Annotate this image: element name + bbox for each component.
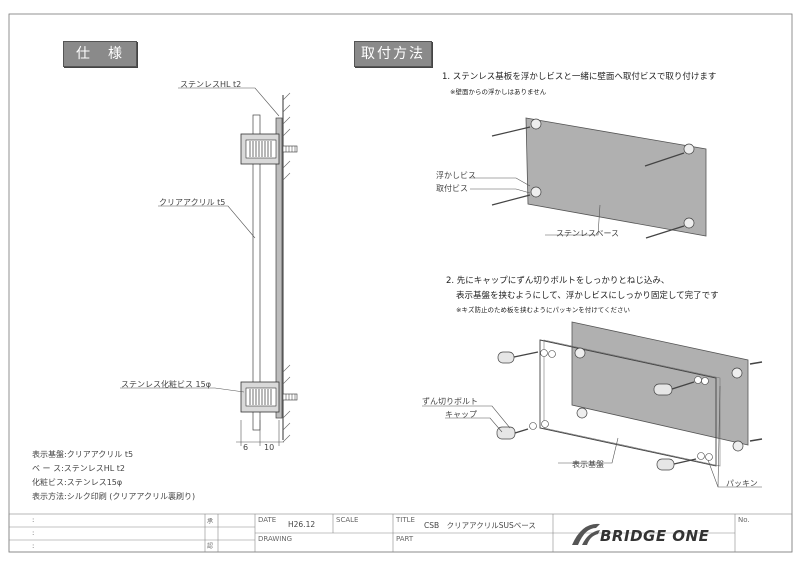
bridge-one-logo: BRIDGE ONE: [600, 527, 710, 545]
label-cap: キャップ: [445, 410, 477, 419]
spec-heading: 仕 様: [63, 41, 137, 67]
label-display-board: 表示基盤: [572, 460, 604, 469]
spec-base: ベ ー ス:ステンレスHL t2: [32, 464, 126, 473]
label-packing: パッキン: [726, 479, 758, 488]
spec-screw: 化粧ビス:ステンレス15φ: [32, 478, 123, 487]
row-mark-2: :: [32, 529, 35, 537]
label-clear-acrylic: クリアアクリル t5: [159, 198, 226, 207]
section-view: [120, 87, 298, 446]
bridge-logo-mark: [572, 523, 600, 545]
date-value: H26.12: [288, 520, 316, 529]
step1-note: ※壁面からの浮かしはありません: [450, 88, 547, 96]
spec-board: 表示基盤:クリアアクリル t5: [32, 450, 134, 459]
label-stainless-base: ステンレスベース: [556, 229, 620, 238]
number-label: No.: [738, 516, 750, 524]
title-block: [8, 513, 793, 553]
step2-view: [422, 321, 763, 488]
step2-text-line2: 表示基盤を挟むようにして、浮かしビスにしっかり固定して完了です: [456, 291, 719, 301]
step2-text-line1: 2. 先にキャップにずん切りボルトをしっかりとねじ込み、: [446, 276, 670, 286]
dim-left: 6: [243, 443, 249, 452]
label-float-screw: 浮かしビス: [436, 171, 476, 180]
label-stud-bolt: ずん切りボルト: [422, 397, 478, 406]
label-stainless-hl: ステンレスHL t2: [180, 80, 242, 89]
title-label: TITLE: [396, 516, 415, 524]
step1-text: 1. ステンレス基板を浮かしビスと一緒に壁面へ取付ビスで取り付けます: [442, 72, 717, 82]
scale-label: SCALE: [336, 516, 359, 524]
row-mark-1: :: [32, 516, 35, 524]
part-label: PART: [396, 535, 414, 543]
title-value: CSB クリアアクリルSUSベース: [424, 521, 536, 530]
approval-stamp-label: 承: [207, 518, 214, 525]
step1-view: [470, 117, 707, 239]
step2-note: ※キズ防止のため板を挟むようにパッキンを付けてください: [456, 306, 631, 314]
date-label: DATE: [258, 516, 277, 524]
method-heading: 取付方法: [354, 41, 432, 67]
label-decorative-screw: ステンレス化粧ビス 15φ: [121, 380, 211, 389]
label-mount-screw: 取付ビス: [436, 184, 468, 193]
spec-print: 表示方法:シルク印刷 (クリアアクリル裏刷り): [32, 492, 196, 501]
drawing-label: DRAWING: [258, 535, 293, 543]
check-stamp-label: 認: [207, 543, 214, 550]
row-mark-3: :: [32, 542, 35, 550]
dim-right: 10: [264, 443, 275, 452]
